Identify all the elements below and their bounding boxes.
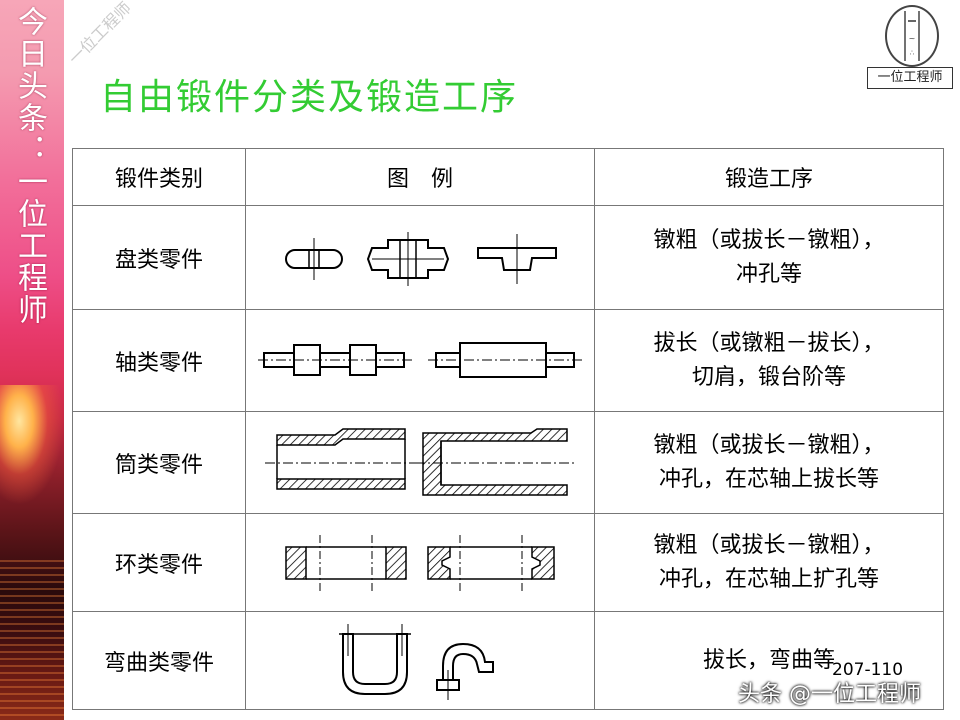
figure-cell (245, 513, 595, 612)
process-line: 镦粗（或拔长－镦粗）， (653, 432, 885, 458)
category-cell: 盘类零件 (72, 205, 246, 310)
watermark-bottom-right: 头条 @一位工程师 (738, 682, 921, 707)
page-title: 自由锻件分类及锻造工序 (100, 77, 519, 118)
logo-label: 一位工程师 (867, 67, 953, 89)
process-line: 拔长，弯曲等 (702, 647, 835, 673)
svg-text:~: ~ (909, 34, 916, 43)
shaft-parts-figure (258, 336, 582, 385)
header-category: 锻件类别 (72, 148, 246, 206)
tube-parts-figure (265, 426, 575, 499)
figure-cell (245, 309, 595, 412)
bent-parts-figure (335, 621, 505, 700)
process-line: 冲孔，在芯轴上扩孔等 (658, 566, 879, 592)
water-reflection (0, 560, 64, 720)
header-process: 锻造工序 (594, 148, 944, 206)
table-row: 盘类零件 镦粗（或拔长－镦粗）， 冲孔等 (72, 205, 944, 310)
sidebar-decoration: 今日头条：一位工程师 (0, 0, 64, 720)
process-line: 镦粗（或拔长－镦粗）， (653, 227, 885, 253)
category-cell: 弯曲类零件 (72, 611, 246, 710)
process-line: 切肩，锻台阶等 (691, 364, 846, 390)
process-line: 拔长（或镦粗－拔长）， (653, 330, 885, 356)
logo: ~ ∴ 一位工程师 (867, 5, 955, 89)
disc-parts-figure (280, 227, 560, 288)
svg-text:∴: ∴ (910, 49, 915, 57)
logo-circle-icon: ~ ∴ (885, 5, 939, 67)
page-number: 207-110 (832, 660, 904, 680)
process-cell: 镦粗（或拔长－镦粗）， 冲孔，在芯轴上拔长等 (594, 411, 944, 514)
figure-cell (245, 411, 595, 514)
table-row: 弯曲类零件 拔长，弯曲等 (72, 611, 944, 710)
table-row: 轴类零件 拔长（或镦粗－拔长）， 切肩，锻台阶等 (72, 309, 944, 412)
header-figure: 图 例 (245, 148, 595, 206)
process-line: 冲孔，在芯轴上拔长等 (658, 466, 879, 492)
process-cell: 镦粗（或拔长－镦粗）， 冲孔等 (594, 205, 944, 310)
forging-table: 锻件类别 图 例 锻造工序 盘类零件 (72, 148, 944, 710)
category-cell: 环类零件 (72, 513, 246, 612)
figure-cell (245, 205, 595, 310)
category-cell: 轴类零件 (72, 309, 246, 412)
table-row: 筒类零件 镦粗（或拔长－镦 (72, 411, 944, 514)
sunset-sun (0, 385, 64, 505)
category-cell: 筒类零件 (72, 411, 246, 514)
watermark-top-left: 一位工程师 (64, 0, 135, 69)
process-line: 冲孔等 (735, 261, 802, 287)
table-header-row: 锻件类别 图 例 锻造工序 (72, 148, 944, 206)
ring-parts-figure (280, 532, 560, 593)
figure-cell (245, 611, 595, 710)
process-cell: 镦粗（或拔长－镦粗）， 冲孔，在芯轴上扩孔等 (594, 513, 944, 612)
process-cell: 拔长，弯曲等 (594, 611, 944, 710)
table-row: 环类零件 镦粗（或拔长－镦粗）， 冲孔，在芯轴上 (72, 513, 944, 612)
sidebar-vertical-text: 今日头条：一位工程师 (12, 6, 47, 326)
process-line: 镦粗（或拔长－镦粗）， (653, 532, 885, 558)
process-cell: 拔长（或镦粗－拔长）， 切肩，锻台阶等 (594, 309, 944, 412)
